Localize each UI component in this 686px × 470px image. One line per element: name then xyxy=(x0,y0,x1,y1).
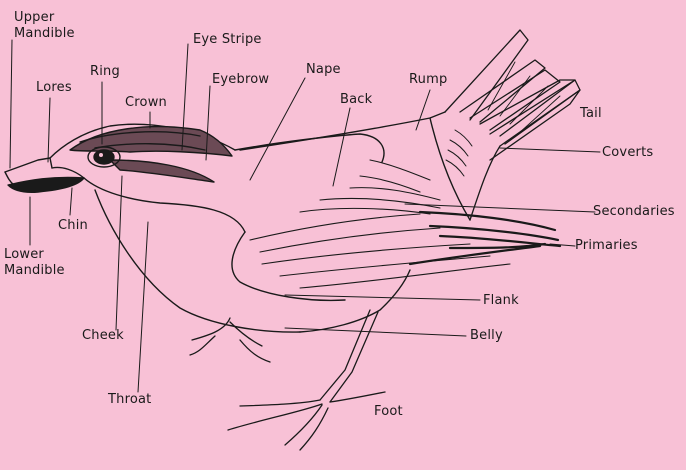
leader-cheek xyxy=(115,175,123,331)
leader-lores xyxy=(47,97,51,163)
label-belly: Belly xyxy=(470,328,503,343)
label-upper-mandible: Upper Mandible xyxy=(14,10,75,41)
label-back: Back xyxy=(340,92,373,107)
leader-eyebrow xyxy=(205,85,211,161)
label-lores: Lores xyxy=(36,80,72,95)
primary-feathers xyxy=(408,210,562,266)
nape-to-rump-line xyxy=(239,111,446,151)
label-flank: Flank xyxy=(483,293,519,308)
label-cheek: Cheek xyxy=(82,328,124,343)
label-crown: Crown xyxy=(125,95,167,110)
label-tail: Tail xyxy=(580,106,602,121)
label-nape: Nape xyxy=(306,62,341,77)
label-rump: Rump xyxy=(409,72,448,87)
leader-nape xyxy=(249,77,306,181)
label-primaries: Primaries xyxy=(575,238,638,253)
leader-belly xyxy=(284,327,467,337)
beak xyxy=(4,157,85,193)
leader-back xyxy=(332,107,351,187)
leader-primaries xyxy=(549,243,576,247)
label-ring: Ring xyxy=(90,64,120,79)
leader-lines xyxy=(9,39,601,393)
legs-feet xyxy=(189,309,386,451)
belly-outline xyxy=(299,269,411,333)
rump-outline xyxy=(429,117,471,221)
leader-rump xyxy=(415,89,431,131)
label-throat: Throat xyxy=(108,392,152,407)
label-coverts: Coverts xyxy=(602,145,654,160)
lower-mandible-shape xyxy=(7,176,85,193)
wing-front-outline xyxy=(231,231,346,302)
leader-throat xyxy=(137,221,149,393)
label-chin: Chin xyxy=(58,218,88,233)
leader-flank xyxy=(284,294,481,301)
eye xyxy=(87,146,121,168)
wing-feathers xyxy=(249,159,511,289)
label-lower-mandible: Lower Mandible xyxy=(4,247,65,278)
breast-outline xyxy=(94,189,301,333)
label-eye-stripe: Eye Stripe xyxy=(193,32,262,47)
leader-coverts xyxy=(499,147,601,153)
leader-secondaries xyxy=(404,203,596,213)
eyebrow-stripe-shape xyxy=(109,159,215,183)
label-foot: Foot xyxy=(374,404,403,419)
leader-eye-stripe xyxy=(181,43,189,151)
head-markings xyxy=(69,125,233,183)
leader-upper-mandible xyxy=(9,39,13,169)
label-eyebrow: Eyebrow xyxy=(212,72,270,87)
chin-throat-line xyxy=(83,177,246,233)
label-secondaries: Secondaries xyxy=(593,204,675,219)
tail xyxy=(444,29,581,221)
leader-chin xyxy=(69,187,73,216)
